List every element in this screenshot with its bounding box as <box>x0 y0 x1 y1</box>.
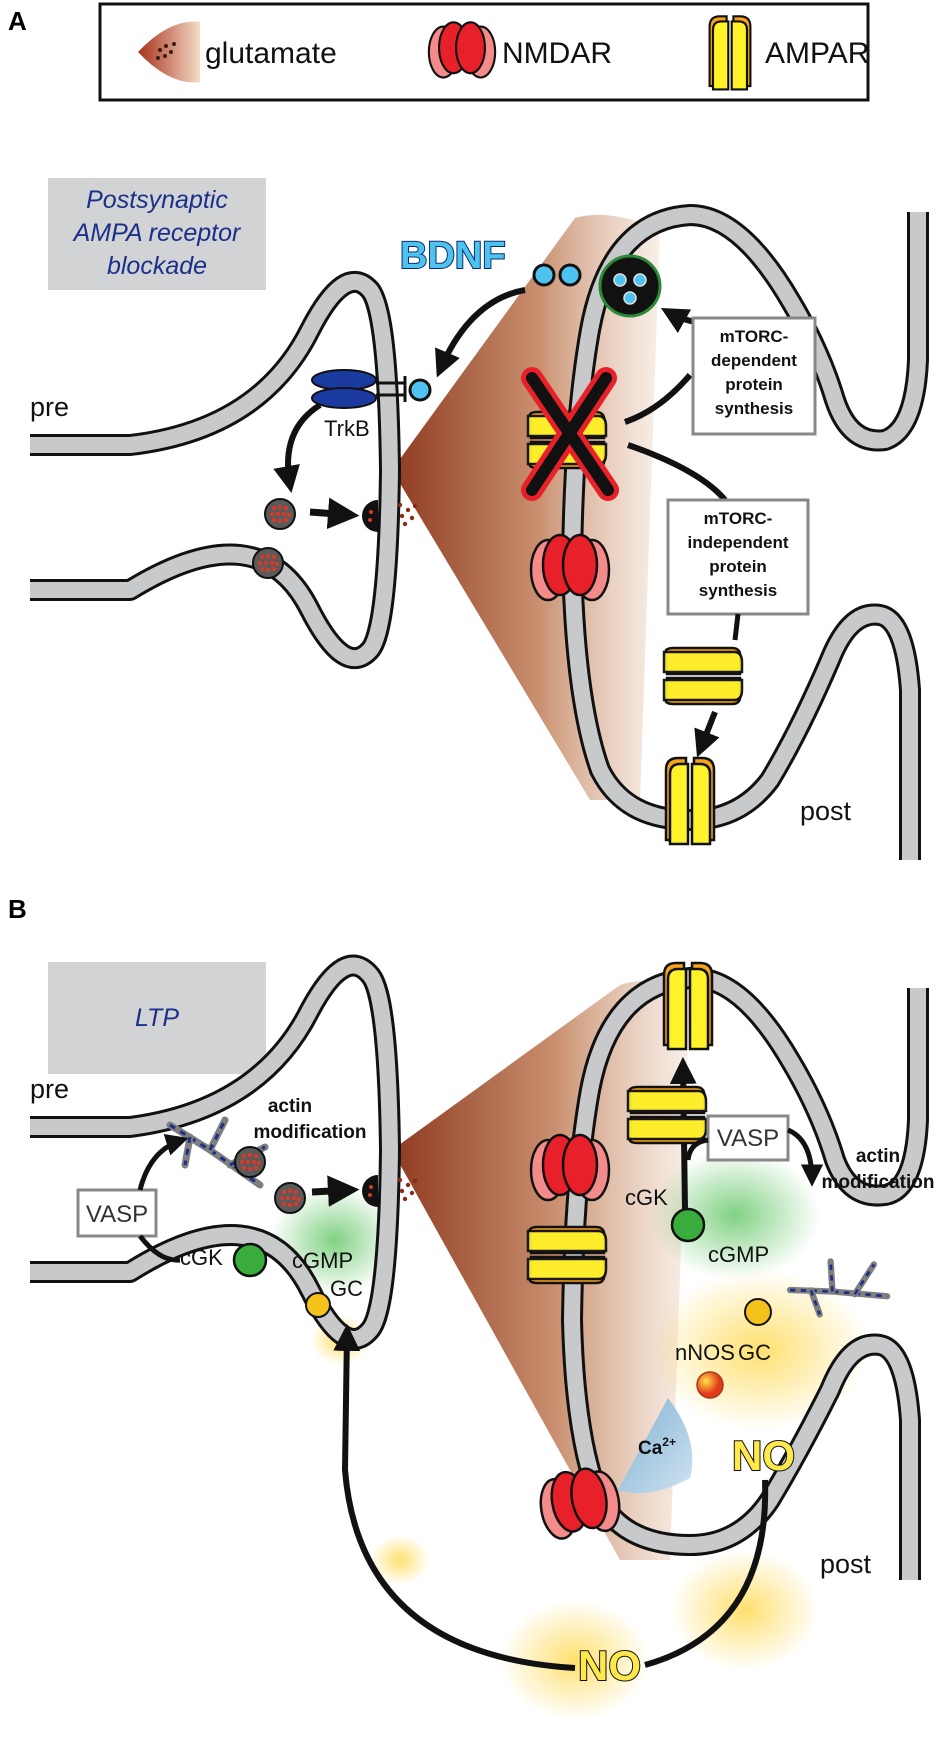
mtorc-dep-line3: protein <box>725 375 783 394</box>
vesicle-b2 <box>274 1182 306 1214</box>
post-label-b: post <box>820 1549 872 1579</box>
trkb-receptor-icon <box>311 369 432 409</box>
mtorc-dependent-box <box>691 316 817 436</box>
panel-a-letter: A <box>8 6 27 36</box>
legend-ampar-label: AMPAR <box>765 37 869 70</box>
panel-b: B LTP pre post actin modification <box>8 894 934 1720</box>
condition-a-line3: blockade <box>107 252 207 280</box>
mtorc-dep-line2: dependent <box>711 351 797 370</box>
mtorc-indep-link <box>627 442 728 502</box>
nmdar-icon <box>427 21 497 79</box>
ampar-new-a <box>662 646 744 706</box>
vesicle-release-arrow-b <box>311 1175 360 1207</box>
panel-b-letter: B <box>8 894 27 924</box>
pre-label-b: pre <box>30 1074 69 1104</box>
no-post-label: NO <box>732 1432 795 1479</box>
calcium-cone <box>618 1398 693 1494</box>
actin-left-line1: actin <box>268 1096 312 1117</box>
calcium-sup: 2+ <box>662 1435 676 1449</box>
no-glow-bottom <box>500 1600 650 1720</box>
cgmp-left-label: cGMP <box>292 1248 353 1273</box>
vasp-to-actin-arrow-left <box>137 1133 189 1191</box>
glutamate-icon <box>138 21 200 83</box>
blockade-x-icon <box>521 367 619 501</box>
vasp-box-right <box>706 1114 790 1162</box>
condition-box-a <box>48 178 266 290</box>
cgk-left-circle <box>232 1242 268 1278</box>
bdnf-label: BDNF <box>400 235 506 277</box>
actin-left-line2: modification <box>254 1122 367 1143</box>
no-glow-bottom-right <box>670 1550 820 1670</box>
mtorc-indep-to-ampar <box>732 613 741 641</box>
vasp-to-actin-arrow-right <box>786 1127 824 1187</box>
cgk-to-vasp-link-left <box>138 1234 181 1263</box>
mtorc-dep-line4: synthesis <box>715 399 793 418</box>
vasp-right-label: VASP <box>717 1125 779 1152</box>
gc-left-circle <box>305 1292 331 1318</box>
no-retrograde-arrow <box>333 1323 576 1671</box>
mtorc-indep-line2: independent <box>687 533 788 552</box>
legend-nmdar-label: NMDAR <box>502 37 612 70</box>
no-diffusion-line-post <box>644 1479 769 1668</box>
no-glow-small-bottom <box>370 1535 430 1585</box>
ampar-insertion-arrow-a <box>694 710 720 758</box>
no-bottom-label: NO <box>578 1642 641 1689</box>
vasp-left-label: VASP <box>86 1201 148 1228</box>
gc-right-label: GC <box>738 1340 771 1365</box>
actin-right-line2: modification <box>822 1172 935 1193</box>
ampar-inserted-a <box>664 756 716 846</box>
bdnf-vesicle-icon <box>598 254 662 318</box>
release-site-a <box>362 500 418 532</box>
mtorc-indep-line4: synthesis <box>699 581 777 600</box>
cgmp-glow-right <box>650 1150 820 1280</box>
release-site-b <box>362 1175 418 1207</box>
vesicle-a1 <box>264 498 296 530</box>
nnos-circle <box>696 1371 724 1399</box>
mtorc-indep-line1: mTORC- <box>704 509 773 528</box>
gc-right-circle <box>744 1298 772 1326</box>
vesicle-release-arrow-a <box>309 497 360 530</box>
condition-box-b <box>48 962 266 1074</box>
mtorc-indep-line3: protein <box>709 557 767 576</box>
panel-a: Postsynaptic AMPA receptor blockade pre … <box>30 178 929 860</box>
calcium-main: Ca <box>638 1438 663 1459</box>
trkb-label: TrkB <box>324 416 370 441</box>
cgk-right-circle <box>670 1207 706 1243</box>
cgk-left-label: cGK <box>180 1245 223 1270</box>
calcium-label: Ca2+ <box>638 1435 676 1459</box>
nmdar-a <box>529 533 611 602</box>
mtorc-dep-link <box>624 373 693 425</box>
condition-a-line1: Postsynaptic <box>86 186 228 214</box>
bdnf-molecules-free <box>532 263 582 287</box>
gc-left-label: GC <box>330 1276 363 1301</box>
pre-label-a: pre <box>30 392 69 422</box>
vesicle-b1 <box>234 1146 266 1178</box>
mtorc-independent-box <box>666 498 810 616</box>
presynaptic-membrane-a <box>30 270 401 670</box>
trkb-signal-arrow <box>273 402 322 493</box>
condition-b-label: LTP <box>135 1004 179 1032</box>
actin-right-line1: actin <box>856 1146 900 1167</box>
mtorc-dep-line1: mTORC- <box>720 327 789 346</box>
cgk-to-vasp-link-right <box>685 1137 709 1161</box>
cgk-right-label: cGK <box>625 1185 668 1210</box>
nnos-label: nNOS <box>675 1340 735 1365</box>
legend-glutamate-label: glutamate <box>205 37 337 70</box>
vasp-box-left <box>76 1188 158 1238</box>
bdnf-to-trkb-arrow <box>435 287 526 378</box>
condition-a-line2: AMPA receptor <box>72 219 242 247</box>
cgmp-right-label: cGMP <box>708 1242 769 1267</box>
post-label-a: post <box>800 796 852 826</box>
nmdar-b1 <box>529 1133 611 1202</box>
vesicle-a2 <box>252 547 284 579</box>
